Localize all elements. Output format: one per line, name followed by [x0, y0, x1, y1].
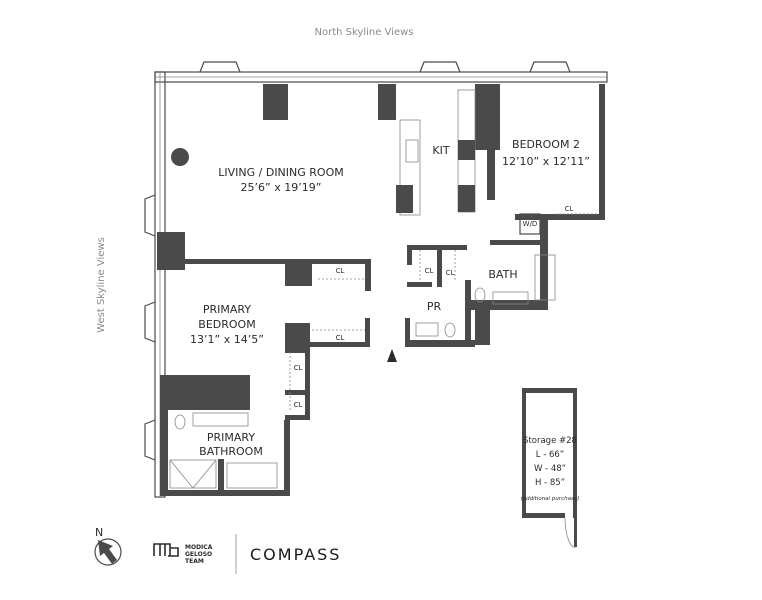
- compass-north-label: N: [95, 526, 103, 539]
- primary-bedroom-size: 13’1” x 14’5”: [190, 333, 264, 346]
- storage-title: Storage #28: [523, 436, 577, 446]
- kitchen-name: KIT: [432, 144, 449, 157]
- closet-label: CL: [565, 205, 574, 213]
- primary-bedroom-name-2: BEDROOM: [198, 318, 255, 331]
- closet-label: CL: [446, 269, 455, 277]
- closet-label: CL: [425, 267, 434, 275]
- closet-label: CL: [336, 334, 345, 342]
- washer-dryer-label: W/D: [523, 220, 538, 228]
- storage-note: (additional purchase): [521, 496, 580, 502]
- west-view-label: West Skyline Views: [96, 237, 107, 333]
- closet-label: CL: [294, 401, 303, 409]
- bath-name: BATH: [488, 268, 517, 281]
- living-room-name: LIVING / DINING ROOM: [218, 166, 343, 179]
- bedroom2-name: BEDROOM 2: [512, 138, 580, 151]
- living-room-size: 25’6” x 19’19”: [241, 181, 322, 194]
- primary-bathroom-name-1: PRIMARY: [207, 431, 255, 444]
- primary-bedroom-name-1: PRIMARY: [203, 303, 251, 316]
- compass-brokerage-logo: COMPASS: [250, 545, 341, 564]
- modica-geloso-team-logo: MODICA GELOSO TEAM: [153, 543, 213, 565]
- powder-room-name: PR: [427, 300, 442, 313]
- team-name-line3: TEAM: [185, 558, 204, 565]
- bedroom2-size: 12’10” x 12’11”: [502, 155, 590, 168]
- team-name-line2: GELOSO: [185, 551, 212, 558]
- closet-label: CL: [336, 267, 345, 275]
- storage-unit: Storage #28 L - 66” W - 48” H - 85” (add…: [521, 388, 580, 548]
- walls: W/D: [144, 61, 608, 498]
- north-view-label: North Skyline Views: [314, 27, 413, 38]
- primary-bathroom-name-2: BATHROOM: [199, 445, 263, 458]
- entry-arrow-icon: [387, 349, 397, 362]
- storage-length: L - 66”: [536, 450, 564, 460]
- team-name-line1: MODICA: [185, 544, 213, 551]
- north-compass-icon: N: [94, 526, 122, 566]
- closet-label: CL: [294, 364, 303, 372]
- storage-width: W - 48”: [534, 464, 566, 474]
- storage-height: H - 85”: [535, 478, 565, 488]
